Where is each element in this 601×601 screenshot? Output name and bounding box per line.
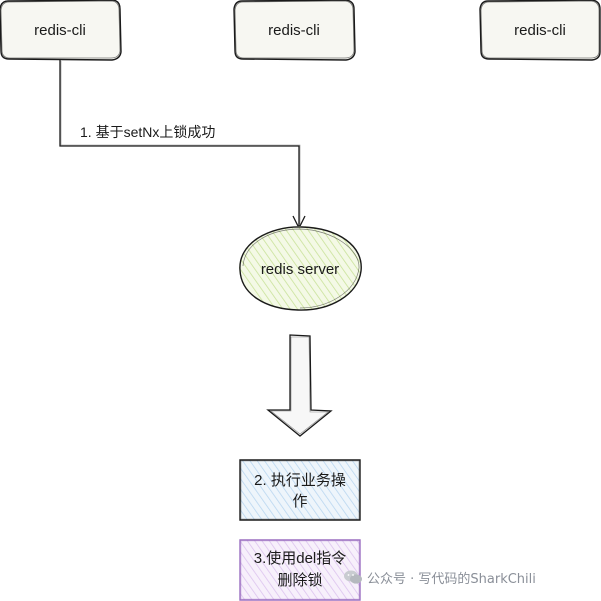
step3-label-line1: 3.使用del指令 xyxy=(254,550,347,567)
step2-box[interactable]: 2. 执行业务操 作 xyxy=(239,459,361,521)
step2-label-line2: 作 xyxy=(292,493,307,510)
watermark-text: 公众号 · 写代码的SharkChili xyxy=(367,571,536,587)
setnx-connector xyxy=(59,60,306,230)
redis-cli-label-3: redis-cli xyxy=(514,22,566,39)
step3-box[interactable]: 3.使用del指令 删除锁 xyxy=(239,539,361,601)
redis-cli-node-3[interactable]: redis-cli xyxy=(479,0,601,61)
redis-cli-node-1[interactable]: redis-cli xyxy=(0,0,122,61)
redis-server-label: redis server xyxy=(261,261,339,278)
step2-label-line1: 2. 执行业务操 xyxy=(254,472,346,489)
redis-cli-node-2[interactable]: redis-cli xyxy=(233,0,356,61)
setnx-edge-label: 1. 基于setNx上锁成功 xyxy=(80,124,215,140)
step3-label-line2: 删除锁 xyxy=(277,572,322,589)
redis-cli-label-2: redis-cli xyxy=(268,22,320,39)
down-arrow-icon xyxy=(266,334,333,437)
watermark: 公众号 · 写代码的SharkChili xyxy=(343,566,536,588)
redis-cli-label-1: redis-cli xyxy=(34,22,86,39)
wechat-icon xyxy=(344,570,362,584)
redis-server-node[interactable]: redis server xyxy=(239,226,362,311)
